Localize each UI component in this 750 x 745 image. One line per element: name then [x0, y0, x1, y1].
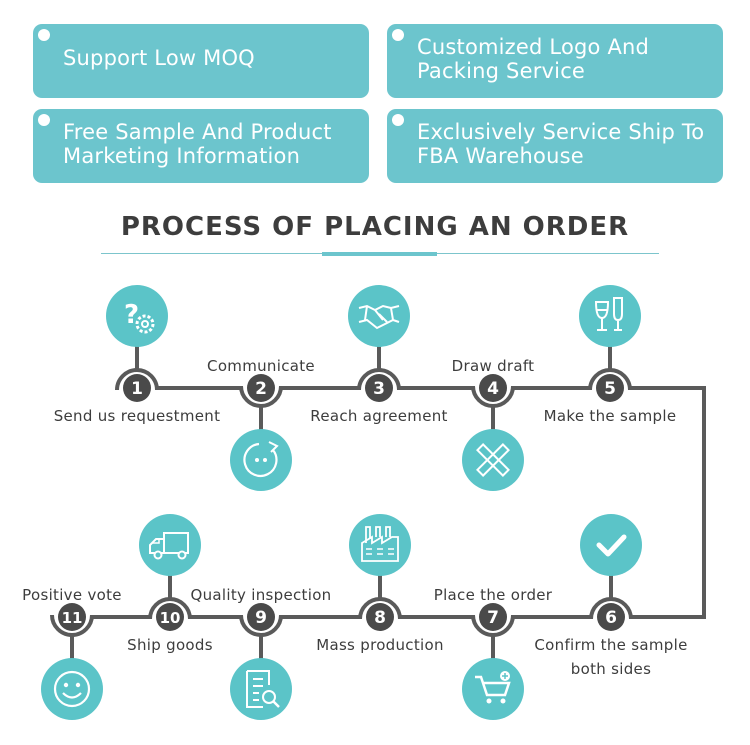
- step-label: Make the sample: [544, 404, 677, 428]
- step-label: Reach agreement: [310, 404, 447, 428]
- icon-circle: [139, 514, 201, 576]
- step-label-text: Mass production: [316, 636, 444, 654]
- feature-text: Free Sample And Product Marketing Inform…: [63, 120, 363, 168]
- icon-circle: [580, 514, 642, 576]
- step-8: 8: [349, 514, 411, 631]
- feature-line: Customized Logo And: [417, 35, 650, 59]
- step-label: Positive vote: [22, 583, 122, 607]
- step-10: 10: [139, 514, 201, 631]
- step-label-text: Confirm the sample: [534, 636, 688, 654]
- step-number-badge: [58, 603, 86, 631]
- icon-circle: [230, 429, 292, 491]
- checkmark-icon: [596, 534, 627, 557]
- chat-face-icon: [243, 441, 279, 478]
- step-number-badge: [596, 374, 624, 402]
- feature-line: Marketing Information: [63, 144, 301, 168]
- icon-circle: [579, 285, 641, 347]
- step-number-badge: [479, 603, 507, 631]
- truck-icon: [149, 532, 189, 560]
- step-number-badge: [247, 603, 275, 631]
- step-3: 3: [348, 285, 410, 402]
- icon-circle: [41, 658, 103, 720]
- step-5: 5: [579, 285, 641, 402]
- bullet-dot: [38, 29, 50, 41]
- step-label: Confirm the sample both sides: [534, 633, 687, 681]
- question-gear-icon: ?: [124, 300, 155, 334]
- handshake-icon: [358, 304, 400, 330]
- step-9: 9: [230, 603, 292, 720]
- step-6: 6: [580, 514, 642, 631]
- step-number-badge: [597, 603, 625, 631]
- step-7: 7: [462, 603, 524, 720]
- icon-circle: [462, 429, 524, 491]
- step-label-text: Draw draft: [451, 357, 535, 375]
- step-label-text: Positive vote: [22, 586, 122, 604]
- step-number: 6: [605, 608, 617, 628]
- step-number-badge: [366, 603, 394, 631]
- step-number-badge: [247, 374, 275, 402]
- icon-circle: [106, 285, 168, 347]
- step-label-text: Ship goods: [127, 636, 213, 654]
- step-2: 2: [230, 374, 292, 491]
- step-label: Quality inspection: [191, 583, 332, 607]
- step-label-text: Place the order: [433, 586, 553, 604]
- icon-circle: [462, 658, 524, 720]
- smiley-icon: [53, 670, 91, 708]
- cart-add-icon: [475, 671, 511, 704]
- bullet-dot: [392, 114, 404, 126]
- step-number-badge: [365, 374, 393, 402]
- ruler-pencil-icon: [476, 443, 510, 477]
- feature-text: Exclusively Service Ship To FBA Warehous…: [417, 120, 717, 168]
- step-number: 9: [255, 608, 267, 628]
- step-number: 5: [604, 379, 616, 399]
- step-number: 8: [374, 608, 386, 628]
- step-label: Place the order: [434, 583, 553, 607]
- step-label-text: Communicate: [207, 357, 315, 375]
- step-number-badge: [479, 374, 507, 402]
- step-label-text: Send us requestment: [53, 407, 221, 425]
- feature-text: Customized Logo And Packing Service: [417, 35, 717, 83]
- step-number: 2: [255, 379, 267, 399]
- page-title: PROCESS OF PLACING AN ORDER: [120, 212, 630, 242]
- step-label-text: Make the sample: [543, 407, 677, 425]
- step-number-badge: [156, 603, 184, 631]
- step-label: Send us requestment: [54, 404, 221, 428]
- feature-free-sample: Free Sample And Product Marketing Inform…: [33, 109, 369, 183]
- step-1: 1?: [106, 285, 168, 402]
- icon-circle: [349, 514, 411, 576]
- step-label: Draw draft: [452, 354, 535, 378]
- feature-low-moq: Support Low MOQ: [33, 24, 369, 98]
- step-number: 7: [487, 608, 499, 628]
- step-number: 1: [131, 379, 143, 399]
- step-number-badge: [123, 374, 151, 402]
- icon-circle: [230, 658, 292, 720]
- step-label-text: Quality inspection: [190, 586, 332, 604]
- feature-line: Free Sample And Product: [63, 120, 332, 144]
- step-number: 10: [160, 609, 181, 627]
- step-4: 4: [462, 374, 524, 491]
- bullet-dot: [392, 29, 404, 41]
- svg-text:?: ?: [124, 300, 139, 330]
- step-number: 3: [373, 379, 385, 399]
- document-search-icon: [246, 670, 280, 708]
- feature-fba: Exclusively Service Ship To FBA Warehous…: [387, 109, 723, 183]
- feature-line: Exclusively Service Ship To: [417, 120, 705, 144]
- feature-line: Packing Service: [417, 59, 586, 83]
- bullet-dot: [38, 114, 50, 126]
- feature-line: FBA Warehouse: [417, 144, 584, 168]
- step-11: 11: [41, 603, 103, 720]
- wine-glasses-icon: [594, 297, 623, 331]
- step-label-text: both sides: [570, 660, 652, 678]
- factory-icon: [361, 526, 399, 562]
- feature-custom-logo: Customized Logo And Packing Service: [387, 24, 723, 98]
- step-label: Mass production: [316, 633, 444, 657]
- step-number: 11: [62, 609, 83, 627]
- step-label: Ship goods: [127, 633, 213, 657]
- step-label-text: Reach agreement: [310, 407, 448, 425]
- feature-text: Support Low MOQ: [63, 46, 255, 70]
- step-number: 4: [487, 379, 499, 399]
- step-label: Communicate: [207, 354, 315, 378]
- title-divider-accent: [322, 252, 437, 256]
